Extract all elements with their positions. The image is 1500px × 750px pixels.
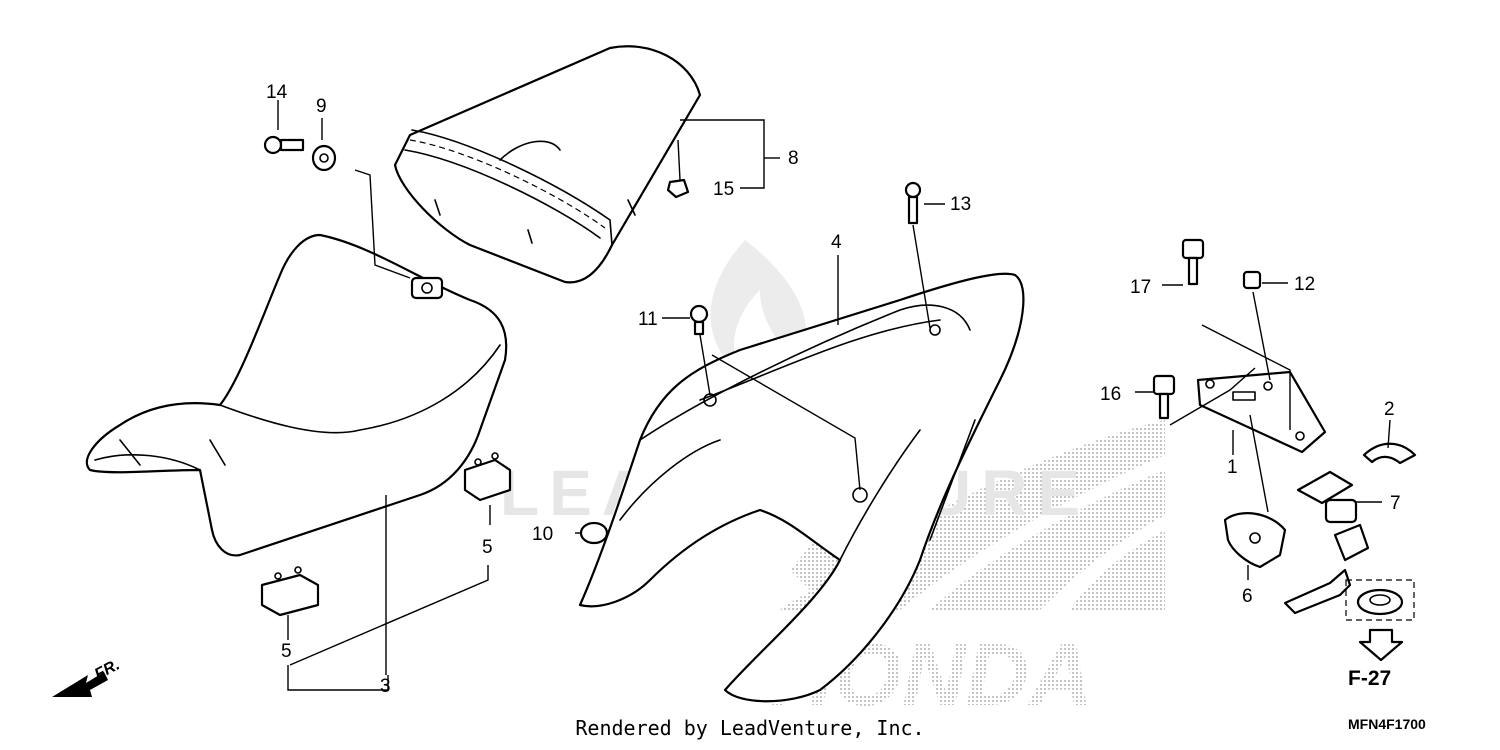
washer-9 — [311, 144, 337, 172]
callout-15: 15 — [713, 179, 734, 200]
callout-12: 12 — [1294, 274, 1315, 295]
callout-3: 3 — [380, 676, 391, 697]
callout-7: 7 — [1390, 493, 1401, 514]
grommet-10 — [579, 521, 609, 545]
leader-lines — [277, 100, 1391, 691]
callout-14: 14 — [266, 82, 288, 103]
front-arrow-icon — [52, 672, 108, 697]
callout-6: 6 — [1242, 586, 1253, 607]
seat-latch — [1223, 512, 1287, 569]
bolt-17 — [1181, 238, 1205, 286]
screw-13 — [904, 181, 922, 225]
callout-10: 10 — [532, 524, 553, 545]
key-cylinder — [1283, 470, 1370, 615]
rear-cowl — [578, 272, 1025, 703]
rubber-block-upper — [463, 452, 512, 502]
callout-9: 9 — [316, 96, 327, 117]
callout-2: 2 — [1384, 399, 1395, 420]
callout-5-lower: 5 — [281, 641, 292, 662]
retainer-clip — [1362, 442, 1417, 465]
callout-8: 8 — [788, 148, 799, 169]
diagram-code: MFN4F1700 — [1348, 716, 1426, 732]
rubber-block-lower — [260, 566, 320, 617]
reference-box — [1345, 579, 1415, 621]
callout-4: 4 — [831, 232, 842, 253]
callout-5-upper: 5 — [482, 537, 493, 558]
screw-11 — [689, 304, 709, 336]
callout-11: 11 — [638, 309, 658, 330]
seat-lock-bracket — [1196, 370, 1327, 454]
main-seat — [85, 233, 508, 557]
callout-13: 13 — [950, 194, 971, 215]
bolt-14 — [263, 135, 305, 155]
pillion-seat — [393, 45, 702, 284]
callout-16: 16 — [1100, 384, 1121, 405]
callout-17: 17 — [1130, 277, 1151, 298]
clip-15 — [666, 178, 690, 199]
reference-label: F-27 — [1348, 667, 1391, 690]
reference-arrow-icon — [1358, 628, 1404, 662]
bolt-16 — [1152, 374, 1176, 420]
rendered-by-credit: Rendered by LeadVenture, Inc. — [575, 716, 925, 740]
bolt-12 — [1242, 270, 1262, 290]
callout-1: 1 — [1227, 457, 1238, 478]
